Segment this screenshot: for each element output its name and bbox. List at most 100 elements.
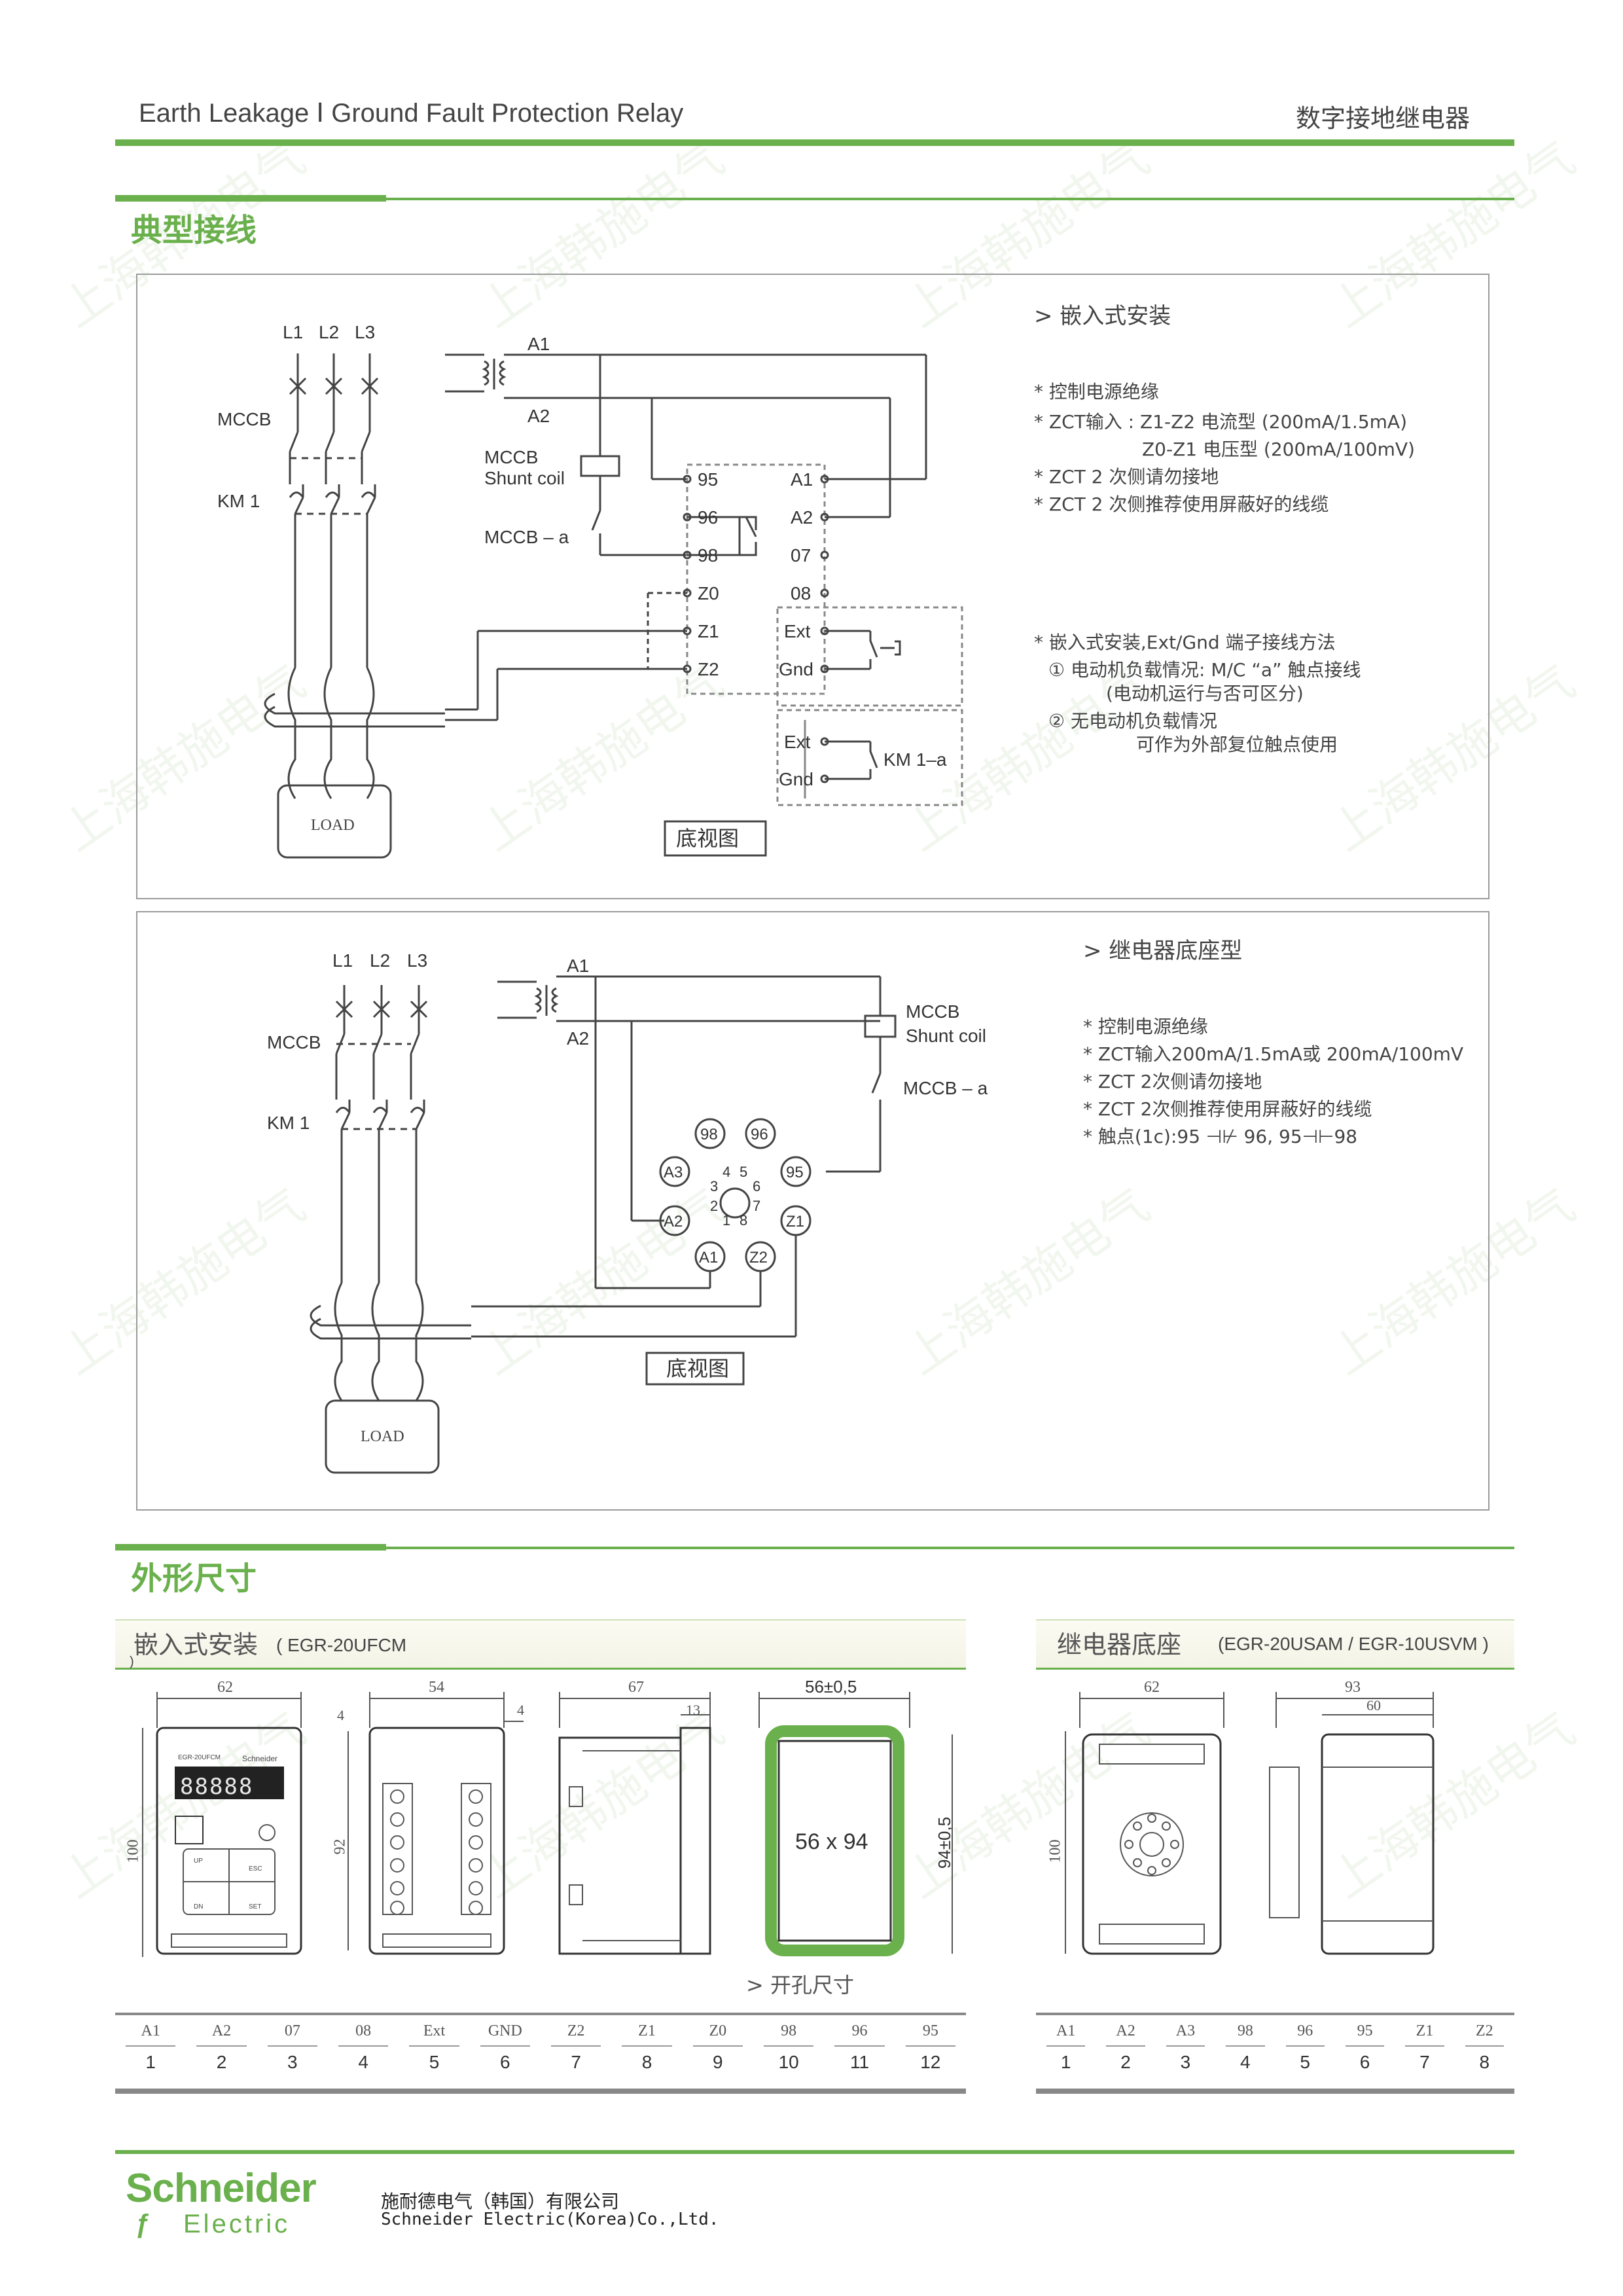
term-07: 07 bbox=[791, 545, 811, 565]
dim-92: 92 bbox=[331, 1839, 349, 1855]
pin-a2: A2 bbox=[664, 1213, 683, 1230]
terminal-divider bbox=[1106, 2045, 1145, 2047]
terminal-number: 6 bbox=[1359, 2052, 1370, 2072]
panel1-notes: * 控制电源绝缘 * ZCT输入 : Z1-Z2 电流型 (200mA/1.5m… bbox=[1034, 383, 1415, 514]
socket-num-7: 7 bbox=[753, 1198, 760, 1214]
terminal-number: 5 bbox=[1300, 2052, 1310, 2072]
terminal-label: GND bbox=[488, 2022, 522, 2039]
terminal-number: 4 bbox=[1240, 2052, 1251, 2072]
note: * 控制电源绝缘 bbox=[1034, 381, 1159, 403]
term-ext-2: Ext bbox=[784, 732, 811, 752]
term-gnd-2: Gnd bbox=[779, 769, 813, 789]
label-mccb-a: MCCB – a bbox=[484, 527, 569, 547]
terminal-label: Z2 bbox=[567, 2022, 585, 2039]
socket-num-4: 4 bbox=[722, 1164, 730, 1180]
note: * ZCT输入200mA/1.5mA或 200mA/100mV bbox=[1083, 1043, 1464, 1065]
dim-54: 54 bbox=[429, 1679, 444, 1696]
terminal-cell: A2 2 bbox=[186, 2022, 257, 2073]
terminal-number: 2 bbox=[216, 2052, 227, 2072]
socket-num-5: 5 bbox=[740, 1164, 747, 1180]
btn-up[interactable]: UP bbox=[194, 1857, 203, 1865]
dims-right-model: (EGR-20USAM / EGR-10USVM ) bbox=[1218, 1634, 1489, 1654]
terminal-label: A2 bbox=[211, 2022, 232, 2039]
brand-small: Schneider bbox=[242, 1754, 278, 1763]
terminal-cell: 98 10 bbox=[753, 2022, 824, 2073]
dim-100-right: 100 bbox=[1046, 1839, 1064, 1863]
note: * ZCT输入 : Z1-Z2 电流型 (200mA/1.5mA) bbox=[1034, 411, 1407, 433]
wiring-panel-flush bbox=[136, 274, 1489, 899]
terminal-label: 98 bbox=[781, 2022, 797, 2039]
header-title-en: Earth Leakage Ⅰ Ground Fault Protection … bbox=[139, 99, 684, 128]
model-small: EGR-20UFCM bbox=[178, 1754, 221, 1761]
note: * ZCT 2次侧请勿接地 bbox=[1083, 1071, 1262, 1092]
pin-95: 95 bbox=[786, 1164, 804, 1181]
terminal-number: 2 bbox=[1120, 2052, 1131, 2072]
terminal-label: Z1 bbox=[1416, 2022, 1434, 2039]
terminal-label: A1 bbox=[1056, 2022, 1076, 2039]
wiring-panel-socket bbox=[136, 911, 1489, 1511]
terminal-number: 3 bbox=[287, 2052, 298, 2072]
dim-56: 56±0,5 bbox=[805, 1677, 857, 1696]
terminal-divider bbox=[1046, 2045, 1086, 2047]
terminal-label: 07 bbox=[284, 2022, 300, 2039]
header-rule bbox=[115, 139, 1514, 146]
socket-num-2: 2 bbox=[710, 1198, 718, 1214]
terminal-divider bbox=[1405, 2045, 1444, 2047]
btn-set[interactable]: SET bbox=[249, 1903, 262, 1910]
terminal-label: 98 bbox=[1237, 2022, 1253, 2039]
dim-13: 13 bbox=[686, 1702, 700, 1718]
socket-num-6: 6 bbox=[753, 1178, 760, 1194]
cutout-caption: > 开孔尺寸 bbox=[746, 1973, 854, 1998]
panel1-notes2: * 嵌入式安装,Ext/Gnd 端子接线方法 ① 电动机负载情况: M/C “a… bbox=[1034, 634, 1361, 754]
terminal-number: 9 bbox=[713, 2052, 723, 2072]
terminal-divider bbox=[126, 2045, 176, 2047]
cutout-size: 56 x 94 bbox=[795, 1829, 868, 1854]
note: Z0-Z1 电压型 (200mA/100mV) bbox=[1142, 439, 1415, 460]
terminal-cell: 07 3 bbox=[257, 2022, 328, 2073]
term-a2: A2 bbox=[791, 507, 813, 528]
dim-4a: 4 bbox=[337, 1707, 344, 1723]
label-l1: L1 bbox=[332, 950, 353, 971]
table-right-bottom-rule bbox=[1036, 2089, 1514, 2094]
pin-z1: Z1 bbox=[786, 1213, 804, 1230]
note: * ZCT 2次侧推荐使用屏蔽好的线缆 bbox=[1083, 1098, 1372, 1120]
dim-67: 67 bbox=[628, 1679, 644, 1696]
label-shunt-mccb: MCCB bbox=[906, 1001, 959, 1022]
terminal-divider bbox=[905, 2045, 955, 2047]
dims-right-title: 继电器底座 bbox=[1057, 1630, 1182, 1659]
terminal-divider bbox=[1166, 2045, 1205, 2047]
terminal-number: 10 bbox=[778, 2052, 799, 2072]
terminal-label: 95 bbox=[922, 2022, 938, 2039]
label-mccb-a: MCCB – a bbox=[903, 1078, 988, 1098]
section-title-wiring: 典型接线 bbox=[131, 212, 257, 249]
dim-94: 94±0,5 bbox=[935, 1816, 955, 1869]
label-load: LOAD bbox=[311, 817, 355, 834]
pin-z2: Z2 bbox=[749, 1249, 768, 1266]
terminal-divider bbox=[622, 2045, 672, 2047]
terminal-number: 4 bbox=[358, 2052, 368, 2072]
dims-left-title: 嵌入式安装 bbox=[134, 1630, 259, 1659]
term-96: 96 bbox=[698, 507, 718, 528]
btn-esc[interactable]: ESC bbox=[249, 1865, 262, 1873]
btn-dn[interactable]: DN bbox=[194, 1903, 204, 1910]
label-l1: L1 bbox=[283, 322, 303, 342]
label-shunt-coil: Shunt coil bbox=[906, 1026, 986, 1046]
term-95: 95 bbox=[698, 469, 718, 490]
pin-a3: A3 bbox=[664, 1164, 683, 1181]
brand-logo: Schneider bbox=[126, 2166, 317, 2211]
term-ext: Ext bbox=[784, 621, 811, 641]
dims-left-model: ( EGR-20UFCM bbox=[276, 1635, 407, 1655]
dim-60: 60 bbox=[1366, 1697, 1381, 1713]
terminal-divider bbox=[267, 2045, 317, 2047]
